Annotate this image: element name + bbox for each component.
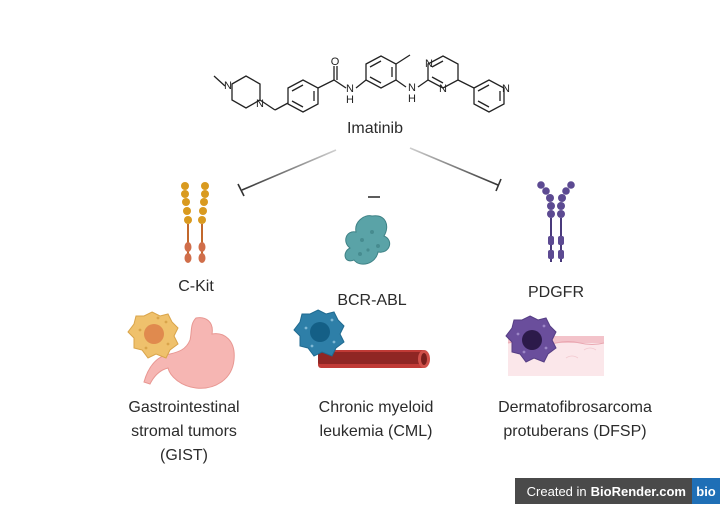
disease-line: leukemia (CML) [319,423,433,440]
disease-line: Gastrointestinal [128,399,240,416]
atom-n-pyrimidine-2: N [439,83,447,95]
watermark-text: Created in BioRender.com [515,478,692,504]
target-label-pdgfr: PDGFR [528,284,584,301]
disease-label-cml: Chronic myeloid leukemia (CML) [286,396,466,444]
target-label-bcrabl: BCR-ABL [337,292,407,309]
watermark-prefix: Created in [526,483,587,499]
disease-label-dfsp: Dermatofibrosarcoma protuberans (DFSP) [470,396,680,444]
disease-line: Dermatofibrosarcoma [498,399,652,416]
biorender-logo-icon: bio [692,478,720,504]
drug-name-label: Imatinib [346,120,404,137]
target-label-ckit: C-Kit [178,278,214,295]
stomach-icon [143,317,235,389]
disease-line: Chronic myeloid [318,399,434,416]
blood-vessel-icon [318,350,430,368]
disease-label-gist: Gastrointestinal stromal tumors (GIST) [94,396,274,468]
inhibition-arrow-ckit [241,149,337,191]
pdgfr-receptor-icon [537,181,575,262]
atom-h-amine: H [408,93,416,105]
atom-n-amide: N [346,83,354,95]
atom-n-pyridine: N [502,83,510,95]
disease-line: protuberans (DFSP) [503,423,647,440]
ckit-receptor-icon [181,182,209,263]
atom-n-amine: N [408,82,416,94]
inhibition-arrows [237,147,502,198]
atom-h-amide: H [346,94,354,106]
bcrabl-protein-icon [344,215,391,265]
disease-line: (GIST) [160,447,208,464]
disease-line: stromal tumors [131,423,237,440]
imatinib-structure [213,54,505,113]
atom-n-pyrimidine-1: N [425,58,433,70]
atom-o-carbonyl: O [331,56,340,68]
inhibition-arrow-pdgfr [409,147,499,186]
gist-tumor-cell-icon [127,311,179,359]
biorender-watermark[interactable]: Created in BioRender.com bio [514,478,720,504]
dfsp-tumor-cell-icon [505,315,557,363]
inhibition-bar-pdgfr [495,178,502,192]
watermark-brand: BioRender.com [590,483,686,499]
atom-n-piperazine-2: N [256,98,264,110]
cml-leukemia-cell-icon [293,309,345,357]
structure-atom-labels: N N O N H N H N N N [224,56,510,110]
inhibition-bar-ckit [237,183,245,197]
atom-n-piperazine-1: N [224,80,232,92]
